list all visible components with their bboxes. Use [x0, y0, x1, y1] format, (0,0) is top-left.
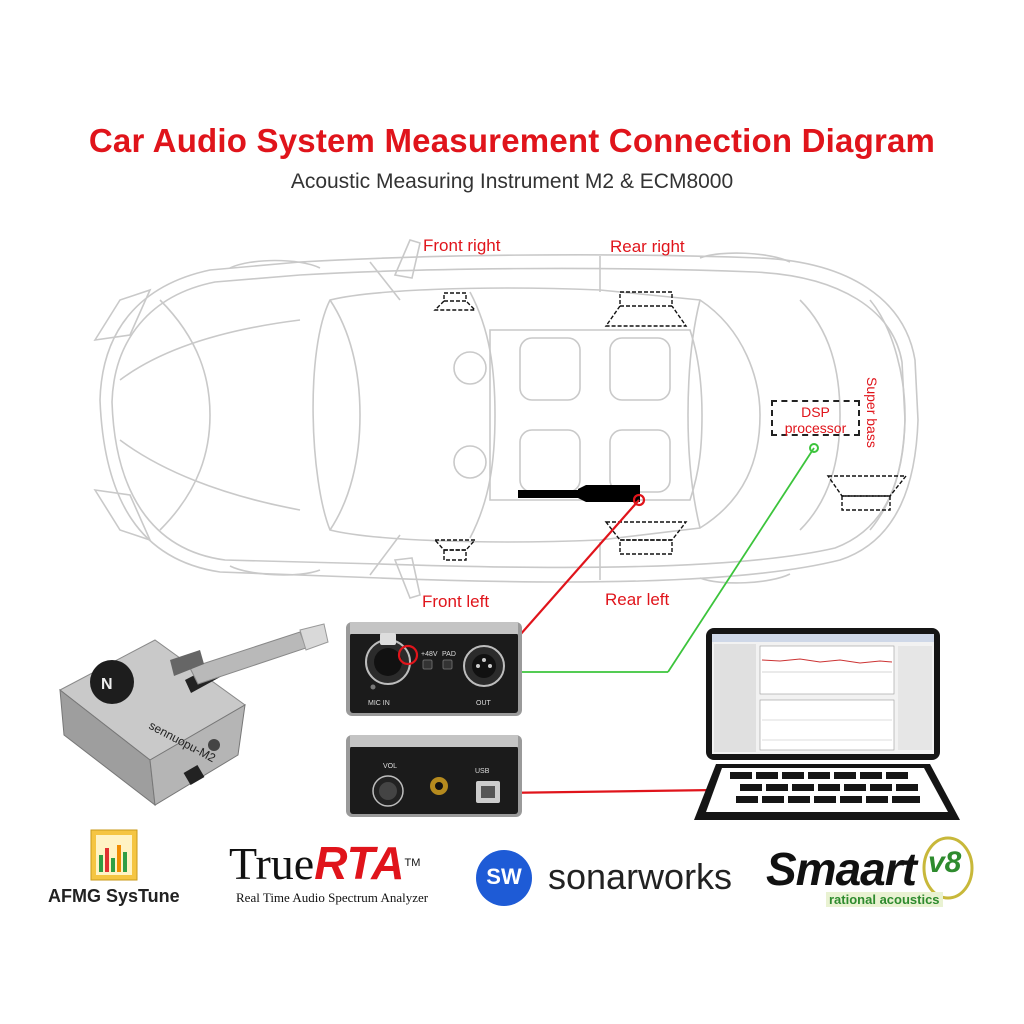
vol-label: VOL — [383, 763, 397, 770]
dsp-label-line2: processor — [784, 420, 847, 436]
truerta-main-text: True — [229, 838, 315, 889]
smaart-subtitle: rational acoustics — [826, 892, 943, 907]
sonarworks-badge-text: SW — [486, 864, 522, 889]
dsp-processor-box: DSP processor — [771, 400, 860, 436]
pad-label: PAD — [442, 651, 456, 658]
label-front-left: Front left — [422, 592, 490, 611]
smaart-version: v8 — [928, 846, 962, 879]
truerta-subtitle: Real Time Audio Spectrum Analyzer — [236, 890, 429, 905]
speaker-rear-left — [604, 521, 688, 555]
mic-connection-dot — [632, 493, 646, 507]
sonarworks-wordmark: sonarworks — [548, 856, 733, 897]
green-line-dsp — [506, 447, 815, 673]
smaart-swoosh-icon — [922, 836, 974, 900]
dsp-label-line1: DSP — [801, 404, 830, 420]
page-subtitle: Acoustic Measuring Instrument M2 & ECM80… — [290, 170, 734, 193]
truerta-logo: TrueRTATM — [229, 838, 420, 889]
afmg-systune-label: AFMG SysTune — [48, 886, 180, 906]
laptop-keyboard — [730, 772, 920, 803]
smaart-wordmark: Smaart — [766, 843, 917, 895]
label-front-right: Front right — [423, 236, 501, 255]
speaker-super-bass — [826, 475, 908, 511]
device-front-panel — [346, 622, 522, 716]
sonarworks-badge-icon — [476, 850, 532, 906]
speaker-rear-right — [604, 291, 688, 327]
truerta-accent-text: RTA — [314, 837, 405, 889]
page-title: Car Audio System Measurement Connection … — [88, 122, 936, 159]
speaker-front-left — [433, 539, 477, 561]
phantom-label: +48V — [421, 651, 438, 658]
m2-device-render: N — [59, 623, 329, 807]
dsp-connection-dot — [809, 443, 819, 453]
usb-label: USB — [475, 768, 490, 775]
mic-in-label: MIC IN — [368, 700, 390, 707]
cabin-microphone — [518, 485, 640, 502]
truerta-tm: TM — [404, 857, 421, 869]
svg-text:N: N — [101, 676, 113, 693]
car-outline — [93, 239, 919, 599]
device-back-panel — [346, 735, 522, 817]
out-label: OUT — [476, 700, 492, 707]
red-line-usb — [497, 788, 717, 795]
label-rear-right: Rear right — [610, 237, 685, 256]
laptop — [694, 628, 960, 820]
speaker-front-right — [433, 292, 477, 311]
label-super-bass: Super bass — [864, 377, 880, 448]
afmg-systune-logo-icon — [90, 829, 138, 881]
label-rear-left: Rear left — [605, 590, 670, 609]
